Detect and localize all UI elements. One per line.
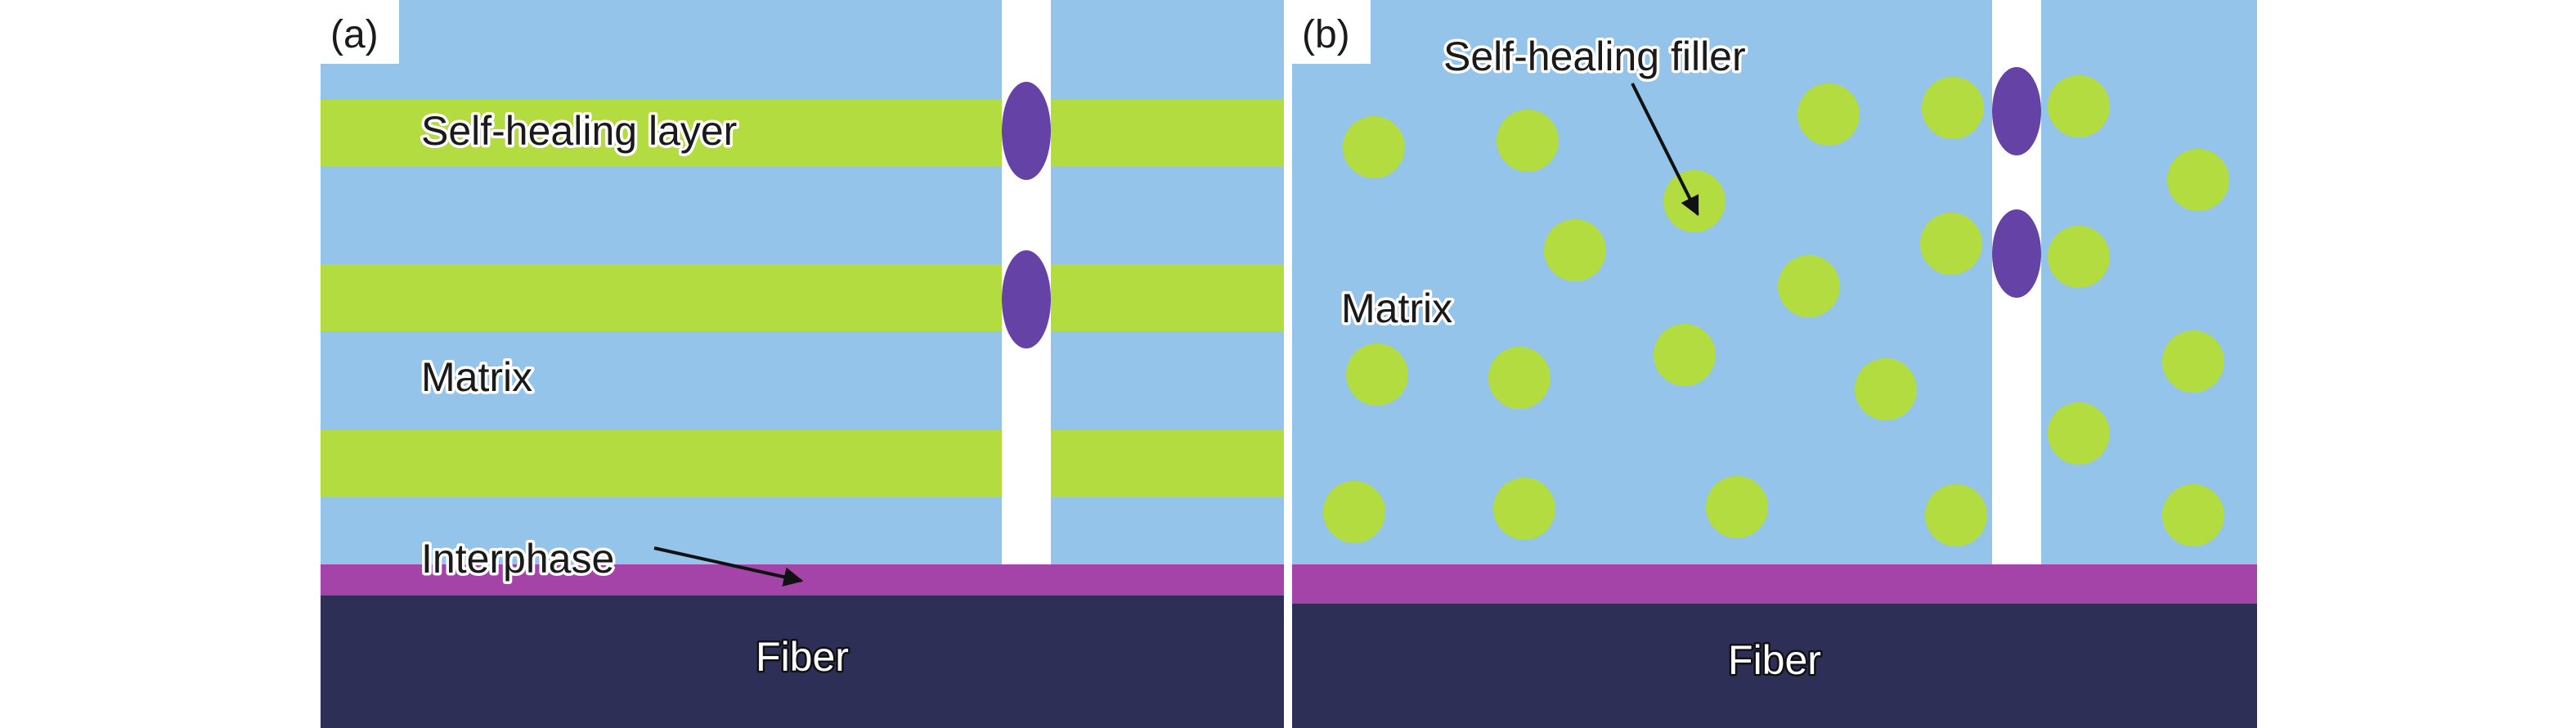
panel-a: (a) Self-healing layer Matrix Interphase…: [321, 0, 1284, 728]
panel-b-self-healing-filler-label: Self-healing filler: [1443, 34, 1746, 79]
panel-a-healed-agent-1: [1002, 82, 1051, 180]
filler-particle: [1706, 476, 1768, 538]
filler-particle: [1544, 219, 1606, 281]
panel-b-tag: (b): [1302, 13, 1350, 56]
filler-particle: [1346, 344, 1408, 406]
healing-layer-1: [321, 100, 1284, 167]
panel-b-matrix-label: Matrix: [1341, 285, 1452, 331]
panel-b-fillers: [1323, 75, 2229, 546]
filler-particle: [1493, 478, 1555, 540]
filler-particle: [1922, 77, 1984, 139]
filler-particle: [1323, 481, 1385, 543]
panel-b-interphase: [1292, 564, 2257, 604]
panel-a-self-healing-layer-label: Self-healing layer: [421, 108, 737, 154]
healing-layer-2: [321, 264, 1284, 331]
filler-particle: [1920, 213, 1982, 275]
panel-a-fiber: [321, 595, 1284, 728]
panel-b-healed-agent-2: [1992, 209, 2041, 298]
filler-particle: [1855, 358, 1917, 420]
filler-particle: [2167, 149, 2229, 211]
panel-a-interphase-label: Interphase: [421, 536, 614, 582]
filler-particle: [1663, 170, 1726, 232]
filler-particle: [2162, 330, 2224, 393]
panel-b: (b) Self-healing filler Matrix Fiber: [1292, 0, 2257, 728]
filler-particle: [2162, 484, 2224, 546]
filler-particle: [1797, 83, 1860, 146]
filler-particle: [1654, 324, 1716, 386]
panel-b-matrix: [1292, 0, 2257, 564]
filler-particle: [2048, 226, 2110, 288]
panel-a-matrix-label: Matrix: [421, 354, 532, 400]
filler-particle: [1778, 255, 1840, 317]
panel-a-tag: (a): [330, 13, 379, 56]
panel-a-healing-layers: [321, 100, 1284, 497]
panel-b-tag-bg: [1292, 0, 1371, 64]
filler-particle: [1343, 116, 1405, 178]
panel-a-interphase-arrow: [653, 546, 804, 587]
panel-a-healed-agent-2: [1002, 250, 1051, 348]
healing-layer-3: [321, 430, 1284, 497]
panel-b-filler-arrow: [1631, 83, 1699, 217]
filler-particle: [2048, 402, 2110, 465]
filler-particle: [2048, 75, 2110, 137]
filler-particle: [1925, 484, 1987, 546]
panel-b-healed-agent-1: [1992, 67, 2041, 155]
panel-b-fiber: [1292, 604, 2257, 728]
panel-b-fiber-label: Fiber: [1728, 637, 1821, 683]
panel-a-fiber-label: Fiber: [756, 634, 849, 680]
filler-particle: [1497, 110, 1559, 172]
filler-particle: [1488, 347, 1551, 409]
panel-a-tag-bg: [321, 0, 399, 64]
